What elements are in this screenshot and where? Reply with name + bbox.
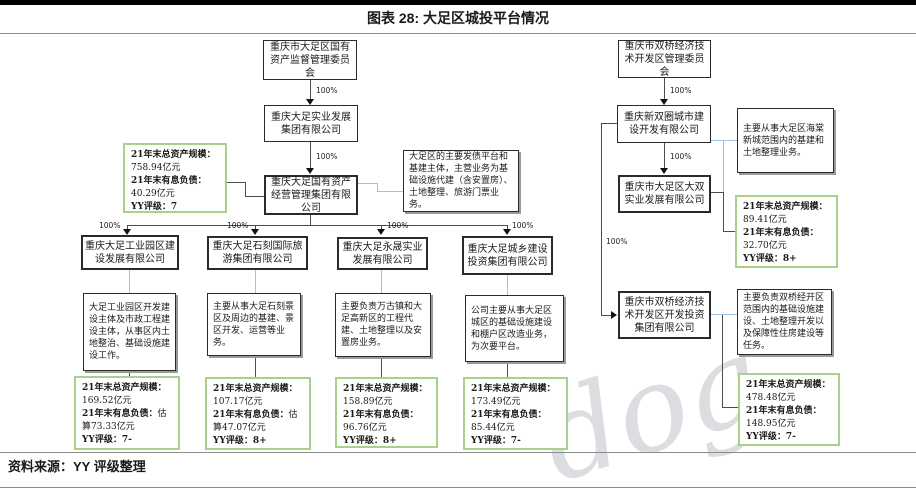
connector-line: [722, 407, 738, 408]
ownership-label: 100%: [316, 86, 338, 95]
stat-box-core: 21年末总资产规模：758.94亿元 21年末有息负债：40.29亿元 YY评级…: [123, 143, 227, 213]
org-box-industrial-park: 重庆大足工业园区建设发展有限公司: [81, 235, 179, 270]
desc-box-industrial-park: 大足工业园区开发建设主体及市政工程建设主体，从事区内土地整治、基础设施建设工作。: [83, 293, 176, 371]
connector-line-blue: [507, 275, 508, 295]
ownership-label: 100%: [606, 237, 628, 246]
connector-line: [310, 80, 311, 99]
arrow-down-icon: [503, 229, 511, 235]
org-box-shuangqiao-committee: 重庆市双桥经济技术开发区管理委员会: [618, 40, 711, 78]
footer-divider-bottom: [0, 487, 916, 488]
connector-line-blue: [711, 140, 737, 141]
connector-line: [601, 123, 617, 124]
connector-line-blue: [711, 314, 737, 315]
top-black-bar: [0, 0, 916, 5]
stat-line: 21年末总资产规模：758.94亿元: [131, 150, 216, 173]
org-box-yongsheng: 重庆大足永晟实业发展有限公司: [337, 237, 428, 270]
connector-line: [601, 315, 612, 316]
stat-box-shuangqiao-dev-invest: 21年末总资产规模：478.48亿元 21年末有息负债：148.95亿元 YY评…: [738, 373, 840, 446]
arrow-down-icon: [123, 229, 131, 235]
stat-box-industrial-park: 21年末总资产规模：169.52亿元 21年末有息负债：估算73.33亿元 YY…: [74, 376, 180, 450]
stat-line: 21年末有息负债：40.29亿元: [131, 176, 207, 199]
ownership-label: 100%: [670, 152, 692, 161]
figure-title: 图表 28: 大足区城投平台情况: [366, 10, 549, 26]
org-box-shuangqiao-dev-invest: 重庆市双桥经济技术开发区开发投资集团有限公司: [618, 291, 711, 339]
stat-box-shike-tourism: 21年末总资产规模：107.17亿元 21年末有息负债：估算47.07亿元 YY…: [205, 377, 311, 450]
ownership-label: 100%: [670, 86, 692, 95]
desc-box-urban-rural: 公司主要从事大足区城区的基础设施建设和棚户区改造业务，为次要平台。: [465, 295, 564, 362]
ownership-label: 100%: [99, 221, 121, 230]
connector-line: [310, 215, 311, 225]
stat-rating: YY评级：7-: [471, 436, 521, 446]
connector-line: [381, 225, 382, 230]
connector-line: [507, 362, 508, 377]
arrow-down-icon: [306, 99, 314, 105]
stat-rating: YY评级：8+: [743, 254, 797, 264]
connector-line-blue: [129, 270, 130, 293]
connector-line: [507, 225, 508, 230]
connector-line: [129, 371, 130, 377]
connector-line-blue: [377, 183, 378, 191]
stat-rating: YY评级：8+: [213, 436, 267, 446]
desc-box-shuangqiao-dev-invest: 主要负责双桥经开区范围内的基础设施建设、土地整理开发以及保障性住房建设等任务。: [737, 289, 832, 355]
desc-box-yongsheng: 主要负责万古镇和大足高新区的工程代建、土地整理以及安置房业务。: [335, 293, 431, 357]
stat-box-yongsheng: 21年末总资产规模：158.89亿元 21年末有息负债：96.76亿元 YY评级…: [335, 377, 438, 448]
connector-line: [722, 315, 723, 407]
org-box-urban-rural: 重庆大足城乡建设投资集团有限公司: [462, 236, 553, 275]
arrow-down-icon: [660, 168, 668, 174]
ownership-label: 100%: [387, 221, 409, 230]
footer-divider-top: [0, 452, 916, 453]
stat-box-dashuang: 21年末总资产规模：89.41亿元 21年末有息负债：32.70亿元 YY评级：…: [735, 195, 838, 268]
connector-line: [723, 231, 735, 232]
connector-line: [664, 78, 665, 99]
ownership-label: 100%: [512, 221, 534, 230]
org-box-shike-tourism: 重庆大足石刻国际旅游集团有限公司: [207, 236, 308, 270]
connector-line: [127, 225, 508, 226]
stat-rating: YY评级：7: [131, 202, 178, 212]
connector-line: [127, 225, 128, 230]
connector-line-blue: [381, 270, 382, 293]
connector-line-blue: [358, 183, 377, 184]
connector-line: [381, 357, 382, 377]
arrow-down-icon: [251, 229, 259, 235]
connector-line: [245, 182, 246, 196]
connector-line-blue: [723, 140, 724, 192]
connector-line: [310, 142, 311, 168]
stat-rating: YY评级：7-: [746, 432, 796, 442]
arrow-right-icon: [611, 311, 617, 319]
arrow-down-icon: [306, 168, 314, 174]
desc-box-shike-tourism: 主要从事大足石刻景区及周边的基建、景区开发、运营等业务。: [207, 293, 301, 356]
arrow-down-icon: [377, 229, 385, 235]
org-box-dazu-sasac: 重庆市大足区国有资产监督管理委员会: [263, 40, 357, 80]
org-box-dazu-industry-group: 重庆大足实业发展集团有限公司: [264, 105, 358, 142]
connector-line-blue: [255, 270, 256, 293]
ownership-label: 100%: [316, 152, 338, 161]
title-divider: [0, 33, 916, 34]
connector-line: [601, 123, 602, 315]
arrow-down-icon: [660, 99, 668, 105]
connector-line: [255, 225, 256, 230]
org-box-dashuang-industry: 重庆市大足区大双实业发展有限公司: [618, 175, 711, 213]
org-box-dazu-soe-asset-mgmt: 重庆大足国有资产经营管理集团有限公司: [264, 175, 358, 215]
connector-line: [255, 356, 256, 377]
connector-line: [723, 192, 724, 231]
connector-line-blue: [377, 191, 403, 192]
desc-box-core: 大足区的主要发债平台和基建主体，主营业务为基础设施代建（含安置房）、土地整理、旅…: [403, 150, 519, 212]
source-note: 资料来源：YY 评级整理: [8, 459, 146, 474]
stat-rating: YY评级：7-: [82, 435, 132, 445]
desc-box-xinshuangquan: 主要从事大足区海棠新城范围内的基建和土地整理业务。: [737, 108, 834, 173]
connector-line: [711, 192, 723, 193]
connector-line: [227, 182, 245, 183]
stat-rating: YY评级：8+: [343, 436, 397, 446]
connector-line: [245, 196, 264, 197]
ownership-label: 100%: [227, 221, 249, 230]
org-box-xinshuangquan: 重庆新双圈城市建设开发有限公司: [617, 105, 711, 143]
connector-line: [664, 143, 665, 168]
stat-box-urban-rural: 21年末总资产规模：173.49亿元 21年末有息负债：85.44亿元 YY评级…: [463, 377, 568, 450]
